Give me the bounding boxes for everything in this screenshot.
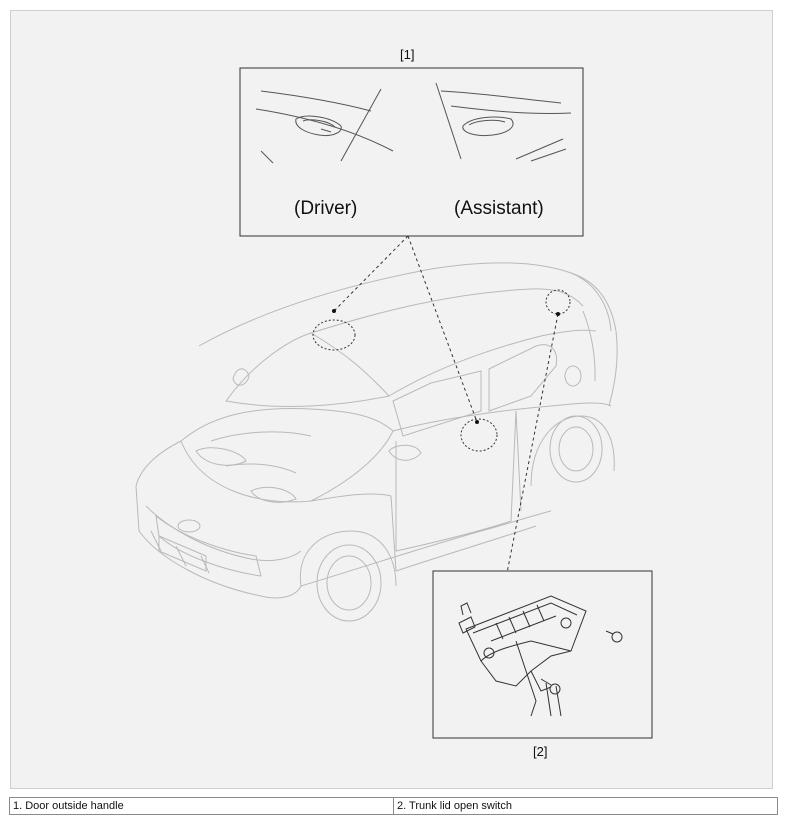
leader-lines — [333, 235, 559, 574]
driver-caption: (Driver) — [294, 198, 358, 219]
location-markers — [312, 289, 571, 452]
callout-label-1: [1] — [400, 47, 415, 62]
callout-label-2: [2] — [533, 744, 548, 759]
car-outline — [135, 262, 618, 622]
table-row: 1. Door outside handle 2. Trunk lid open… — [9, 797, 778, 815]
legend-table: 1. Door outside handle 2. Trunk lid open… — [9, 797, 778, 815]
figure-panel: [1] (Driver) (Assistant) [2] — [10, 10, 773, 789]
inset-trunk-switch — [432, 570, 653, 739]
legend-item-door-handle: 1. Door outside handle — [9, 797, 394, 815]
driver-handle-circle — [312, 319, 356, 351]
assistant-caption: (Assistant) — [454, 198, 544, 219]
leader-dots — [332, 309, 560, 424]
assistant-handle-circle — [460, 418, 498, 452]
car-illustration — [135, 67, 653, 739]
legend-item-trunk-switch: 2. Trunk lid open switch — [393, 797, 778, 815]
inset-door-handles — [239, 67, 584, 237]
trunk-switch-circle — [545, 289, 571, 315]
